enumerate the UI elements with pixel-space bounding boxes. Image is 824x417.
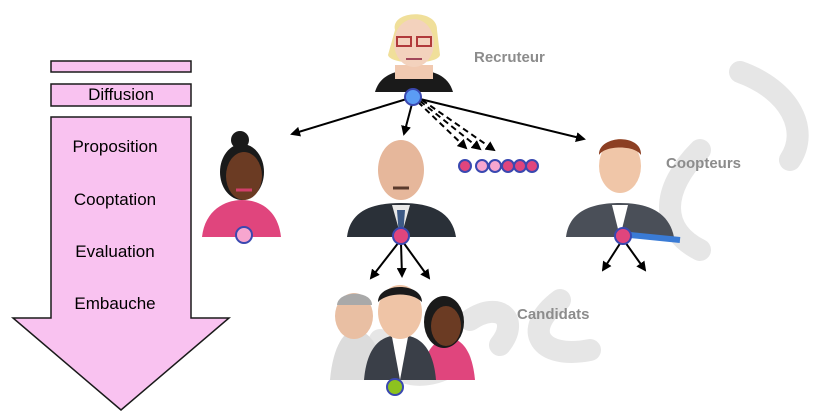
process-arrow bbox=[10, 60, 232, 411]
recruiter-avatar bbox=[375, 14, 453, 92]
step-evaluation: Evaluation bbox=[75, 242, 155, 261]
label-recruteur: Recruteur bbox=[474, 49, 545, 66]
process-down-arrow bbox=[10, 116, 232, 411]
chain-node-3 bbox=[488, 159, 502, 173]
bald-man-coopteur-avatar bbox=[347, 140, 456, 237]
candidate-hired-node bbox=[386, 378, 404, 396]
connection-arrows bbox=[290, 97, 647, 280]
chain-node-2 bbox=[475, 159, 489, 173]
chain-node-5 bbox=[513, 159, 527, 173]
young-man-coopteur-avatar bbox=[566, 139, 681, 243]
step-proposition: Proposition bbox=[72, 137, 158, 156]
right-coopteur-node bbox=[614, 227, 632, 245]
label-coopteurs: Coopteurs bbox=[666, 155, 741, 172]
process-top-bar bbox=[50, 60, 192, 73]
chain-node-1 bbox=[458, 159, 472, 173]
chain-node-6 bbox=[525, 159, 539, 173]
center-coopteur-node bbox=[392, 227, 410, 245]
woman-coopteur-node bbox=[235, 226, 253, 244]
woman-coopteur-avatar bbox=[202, 131, 281, 237]
chain-node-4 bbox=[501, 159, 515, 173]
step-cooptation: Cooptation bbox=[73, 190, 157, 209]
candidates-group-avatar bbox=[330, 285, 475, 380]
label-candidats: Candidats bbox=[517, 306, 590, 323]
recruiter-node bbox=[404, 88, 422, 106]
process-diffusion-box bbox=[50, 83, 192, 107]
step-diffusion: Diffusion bbox=[88, 85, 154, 104]
step-embauche: Embauche bbox=[74, 294, 156, 313]
network-nodes bbox=[235, 88, 632, 396]
